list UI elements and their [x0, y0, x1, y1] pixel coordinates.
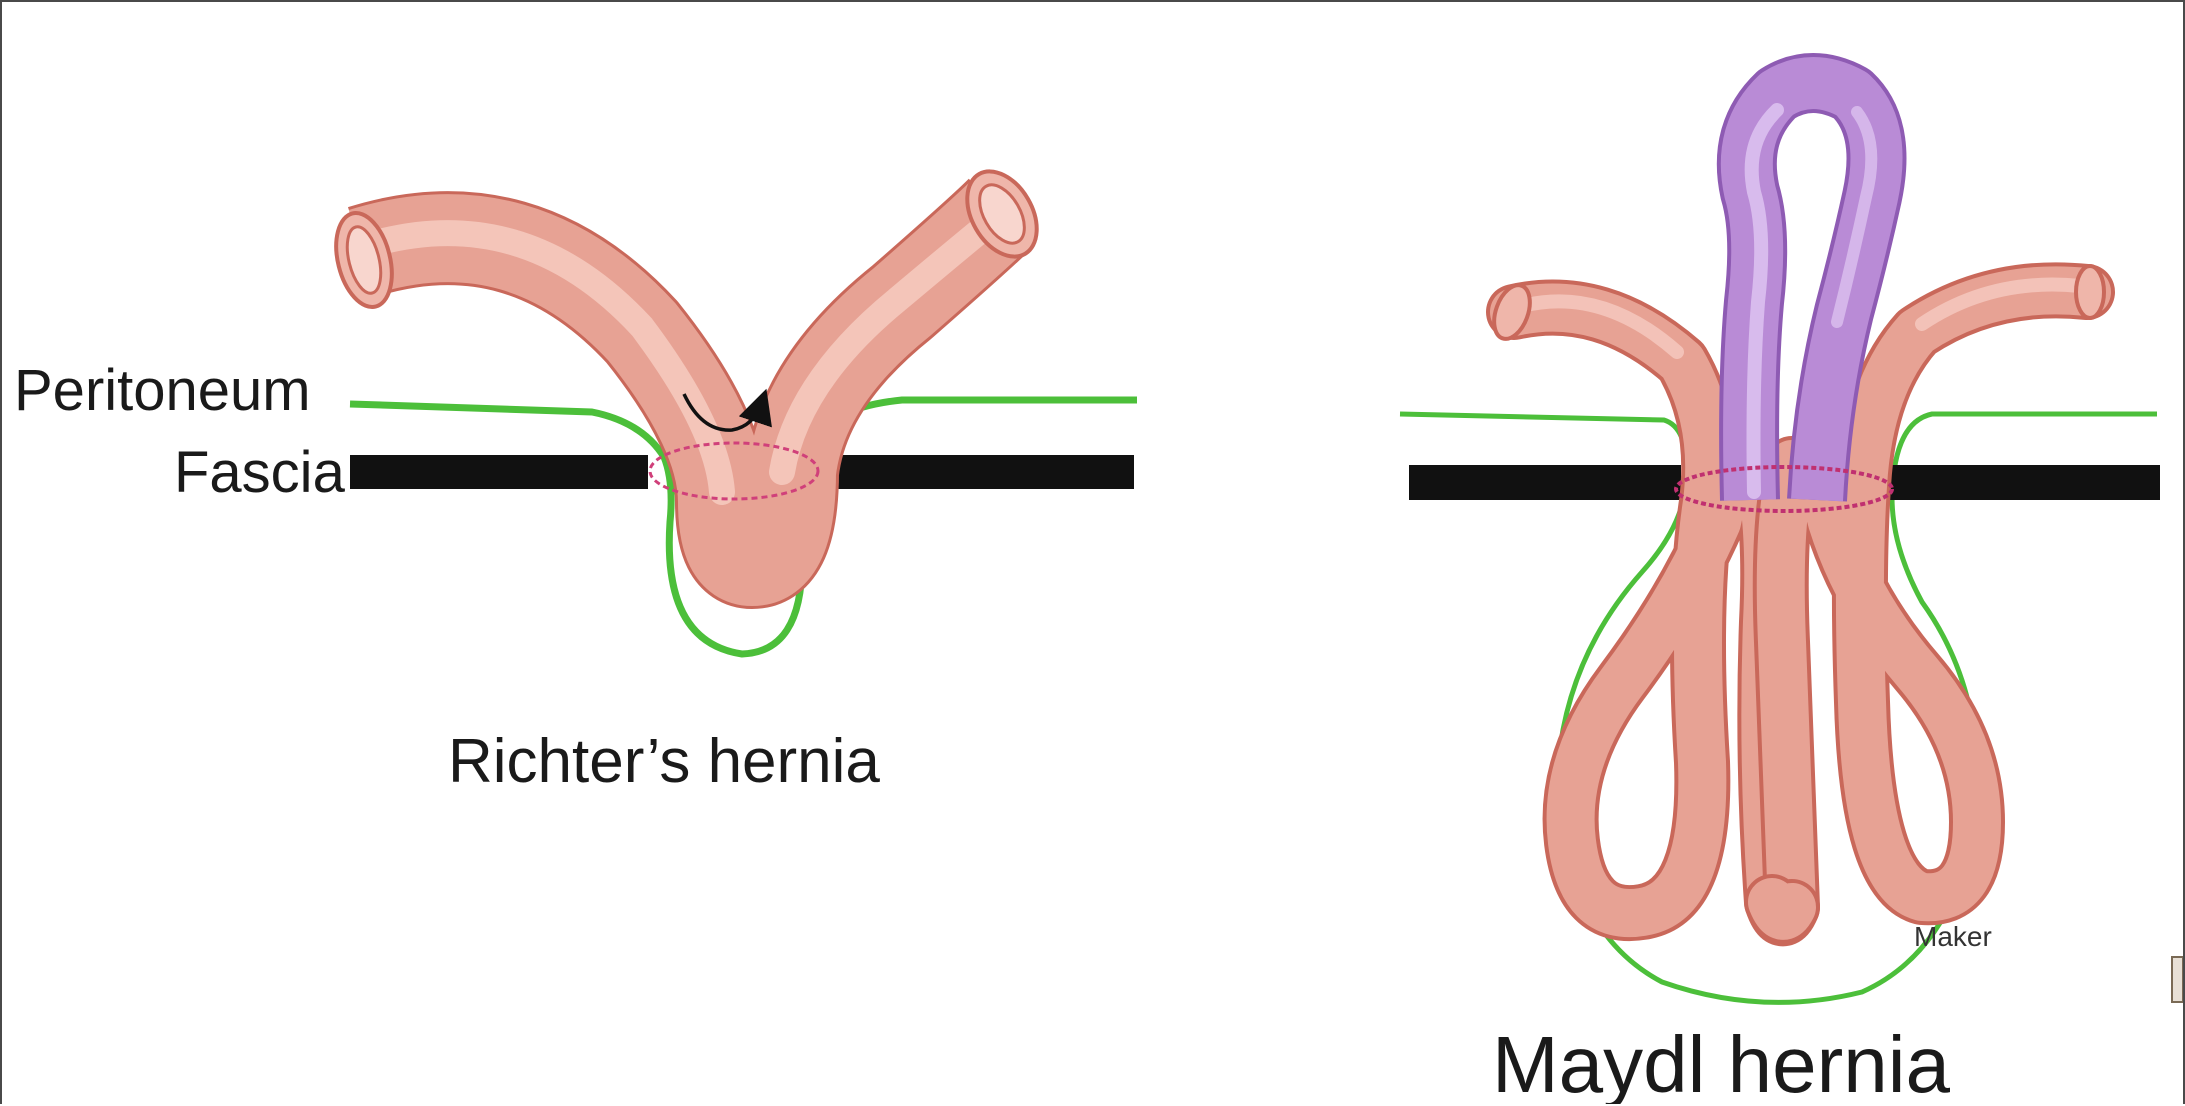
peritoneum-label: Peritoneum	[14, 358, 311, 423]
maydl-fascia-right	[1890, 465, 2160, 500]
maydl-caption: Maydl hernia	[1492, 1020, 1951, 1104]
maydl-bowel-end-right	[2076, 266, 2104, 318]
richter-caption: Richter’s hernia	[448, 727, 880, 796]
richter-fascia-left	[350, 455, 648, 489]
edge-marker	[2172, 957, 2183, 1002]
maydl-hernia-illustration: Maker Maydl hernia	[1400, 83, 2160, 1104]
richter-hernia-illustration: Peritoneum Fascia Richter’s hernia	[14, 159, 1137, 796]
maydl-bowel-loops	[1487, 266, 2104, 918]
fascia-label: Fascia	[174, 440, 346, 505]
richter-bowel	[327, 159, 1051, 562]
artist-signature: Maker	[1914, 921, 1992, 952]
richter-fascia-right	[822, 455, 1134, 489]
maydl-fascia-left	[1409, 465, 1681, 500]
